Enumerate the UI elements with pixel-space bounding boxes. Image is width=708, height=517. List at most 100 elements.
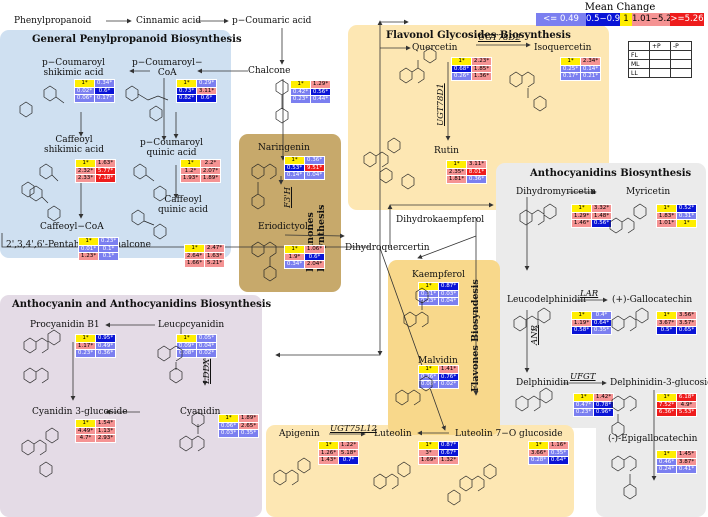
heatmap-cell: 0.31* (418, 289, 439, 299)
heatmap-procyanidin-b1: 1*0.95*1.17*0.49*0.23*0.36* (75, 334, 116, 358)
heatmap-cell: 0.04* (196, 341, 217, 351)
heatmap-row: 1.66*5.21* (184, 259, 225, 268)
heatmap-row: 1*1.45* (656, 450, 697, 459)
label-cinnamic-acid: Cinnamic acid (136, 16, 202, 26)
heatmap-row: 1*3.56* (656, 311, 697, 320)
heatmap-cell: 1.26* (318, 448, 339, 458)
ptable-header-blank (628, 41, 650, 51)
heatmap-row: 0.01*0.1* (78, 244, 119, 254)
heatmap-row: 1.01*1* (656, 219, 697, 228)
heatmap-cell: 1* (75, 419, 96, 428)
heatmap-row: 0.31*0.03* (418, 289, 459, 299)
heatmap-row: 1*2.47* (184, 244, 225, 253)
label-rutin: Rutin (434, 146, 459, 156)
heatmap-cell: 0.34* (94, 79, 115, 88)
heatmap-cell: 1.29* (310, 80, 331, 89)
heatmap-cell: 1.93* (180, 174, 201, 183)
heatmap-cell: 0.23* (98, 237, 119, 246)
label-dihydrokaempferol: Dihydrokaempferol (396, 215, 485, 225)
heatmap-cell: 1.17* (75, 341, 96, 351)
heatmap-cell: 3.11* (196, 86, 217, 96)
heatmap-row: 1.83*0.31* (656, 211, 697, 221)
heatmap-cell: 2.33* (75, 174, 96, 183)
heatmap-cell: 1* (571, 204, 592, 213)
heatmap-cell: 0.04* (304, 171, 325, 180)
phosphate-table: +P -P FL ML LL (628, 41, 692, 78)
label-cyanidin-3-glucoside: Cyanidin 3-glucoside (32, 407, 128, 417)
heatmap-cell: 1.13* (95, 426, 116, 436)
heatmap-cell: 0.04* (438, 297, 459, 306)
heatmap-cell: 1.81* (446, 175, 467, 184)
caffeoyl-shikimic-line2: shikimic acid (44, 145, 104, 155)
heatmap-cell: 1* (418, 282, 439, 291)
heatmap-cell: 3.67* (656, 318, 677, 328)
label-gallocatechin: (+)-Gallocatechin (612, 295, 693, 305)
label-leucodelphinidin: Leucodelphinidin (507, 295, 587, 305)
heatmap-cell: 1.32* (438, 456, 459, 465)
heatmap-row: 1*6.18* (656, 393, 697, 402)
heatmap-chalcone: 1*1.29*0.42*0.56*0.23*0.44* (290, 80, 331, 104)
heatmap-row: 0.58*0.35* (571, 326, 612, 335)
heatmap-cell: 8.01* (466, 167, 487, 177)
heatmap-delphinidin: 1*1.42*0.47*0.78*0.23*0.96* (573, 393, 614, 417)
heatmap-cell: 0.41* (676, 465, 697, 474)
heatmap-cell: 0.87* (438, 282, 459, 291)
heatmap-cell: 0.35* (591, 326, 612, 335)
label-delphinidin-3-glucoside: Delphinidin-3-glucoside (610, 378, 708, 388)
heatmap-cell: 1* (446, 160, 467, 169)
heatmap-kaempferol: 1*0.87*0.31*0.03*0.23*0.04* (418, 282, 459, 306)
label-quercetin: Quercetin (412, 43, 458, 53)
label-caffeoyl-coa: Caffeoyl−CoA (40, 222, 104, 232)
ptable-row-ll: LL (628, 68, 650, 78)
heatmap-row: 1*0.23* (78, 237, 119, 246)
heatmap-cell: 1* (180, 159, 201, 168)
heatmap-cell: 0.01* (78, 244, 99, 254)
heatmap-row: 1.43*0.7* (318, 456, 359, 465)
heatmap-cell: 1.66* (184, 259, 205, 268)
heatmap-cell: 1* (318, 441, 339, 450)
heatmap-row: 1*0.87* (418, 282, 459, 291)
heatmap-cell: 1* (74, 79, 95, 88)
heatmap-cell: 3.57* (676, 318, 697, 328)
heatmap-cell: 0.21* (580, 72, 601, 81)
heatmap-cell: 1.85* (471, 64, 492, 74)
ptable-header-minus-p: -P (670, 41, 692, 51)
label-luteolin-7-o-glucoside: Luteolin 7−O glucoside (455, 429, 563, 439)
heatmap-cell: 1* (528, 441, 549, 450)
heatmap-cell: 1* (656, 204, 677, 213)
heatmap-cell: 1.42* (593, 393, 614, 402)
heatmap-row: 0.09*0.04* (176, 341, 217, 351)
label-epigallocatechin: (-)-Epigallocatechin (608, 434, 698, 444)
heatmap-cell: 0.1* (98, 244, 119, 254)
heatmap-cell: 1* (656, 311, 677, 320)
heatmap-cell: 1* (418, 365, 439, 374)
heatmap-cell: 1* (78, 237, 99, 246)
heatmap-cell: 2.93* (95, 434, 116, 443)
heatmap-row: 1*2.2* (180, 159, 221, 168)
heatmap-row: 1*0.87* (418, 441, 459, 450)
coumaroyl-quinic-line1: p−Coumaroyl (140, 138, 203, 148)
legend-bin-4: 1.01−5.25 (632, 13, 677, 26)
heatmap-cell: 0.08* (418, 380, 439, 389)
label-caffeoyl-quinic: Caffeoyl quinic acid (158, 195, 208, 215)
label-caffeoyl-shikimic: Caffeoyl shikimic acid (44, 135, 104, 155)
heatmap-row: 0.24*0.41* (656, 465, 697, 474)
heatmap-cell: 0.58* (571, 326, 592, 335)
heatmap-row: 0.08*0.02* (176, 349, 217, 358)
heatmap-cell: 0.23* (75, 349, 96, 358)
heatmap-cell: 0.06* (74, 94, 95, 103)
heatmap-cell: 0.36* (95, 349, 116, 358)
heatmap-cell: 0.6* (94, 86, 115, 96)
heatmap-cell: 1.89* (200, 174, 221, 183)
heatmap-row: 1.23*0.1* (78, 252, 119, 261)
heatmap-caffeoyl-shikimic: 1*1.63*2.32*5.77*2.33*7.18* (75, 159, 116, 183)
heatmap-cell: 1* (656, 450, 677, 459)
heatmap-row: 0.08*0.02* (418, 380, 459, 389)
heatmap-cell: 0.47* (573, 400, 594, 410)
label-eriodictyol: Eriodictyol (258, 222, 308, 232)
heatmap-apigenin: 1*1.22*1.26*5.18*1.43*0.7* (318, 441, 359, 465)
heatmap-cell: 1.36* (471, 72, 492, 81)
heatmap-cell: 0.46* (656, 457, 677, 467)
heatmap-cell: 0.56* (591, 219, 612, 228)
heatmap-cell: 0.67* (438, 448, 459, 458)
